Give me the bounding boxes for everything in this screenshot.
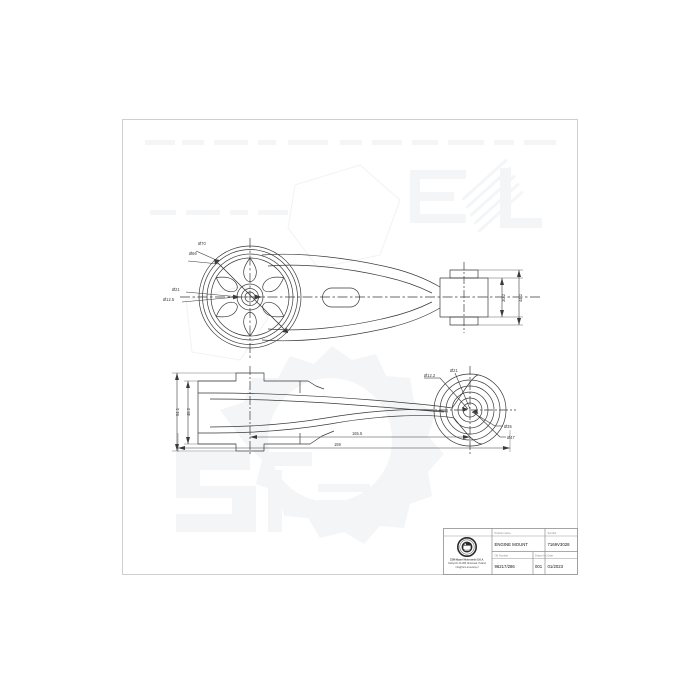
dim-label-top-3: Ø21 — [172, 287, 180, 292]
label-drawn-no: Drawn No. — [535, 554, 548, 558]
side-step-detail-bottom — [300, 430, 335, 445]
dim-label-side-6: Ø21 — [450, 368, 458, 373]
company-logo-emblem — [456, 536, 477, 557]
value-oe-number: 96217/286 — [495, 564, 516, 569]
value-product-name: ENGINE MOUNT — [495, 542, 529, 547]
arm-outline-top-upper — [261, 253, 441, 288]
dim-label-side-4: 159 — [334, 442, 342, 447]
arm-rib-top-lower — [267, 301, 433, 331]
leader-d125 — [181, 296, 238, 303]
company-address-line-1: ZSM Mazeri Motorowski S.K.A. — [450, 559, 484, 562]
title-block: Product name ZSM Mazeri Motorowski S.K.A… — [443, 528, 578, 575]
side-step-detail-top — [300, 380, 325, 390]
dim-label-side-3: 165.5 — [352, 431, 363, 436]
dim-label-top-5: 30.2 — [501, 293, 506, 302]
dim-label-side-2: 48.2 — [186, 407, 191, 416]
top-view-dimension-labels: Ø70 Ø66 Ø21 Ø12.5 30.2 44.2 — [163, 241, 523, 302]
label-product-name: Product name — [495, 531, 512, 535]
value-drawn-no: 001 — [535, 564, 543, 569]
leader-d47 — [473, 411, 501, 438]
dim-label-side-5: Ø12.2 — [424, 373, 436, 378]
label-oe-number: OE Number — [495, 554, 509, 558]
top-diameter-leaders — [187, 250, 289, 334]
company-address-line-3: info@zsm-ul.serwis.pl — [456, 566, 479, 569]
leader-d122 — [439, 377, 469, 410]
background-watermark — [145, 140, 556, 544]
dim-label-side-8: Ø47 — [507, 435, 515, 440]
label-date: Date — [548, 554, 554, 558]
side-left-dimensions — [172, 372, 236, 452]
side-body-rib-upper — [209, 398, 445, 413]
side-bushing-leaders — [424, 372, 506, 438]
label-symbol: Symbol — [548, 531, 557, 535]
side-bottom-dimensions — [177, 430, 511, 452]
view-top — [180, 238, 540, 358]
view-side — [172, 366, 516, 454]
leader-d35 — [471, 411, 496, 427]
side-body-lower — [198, 415, 455, 434]
top-right-dimensions — [478, 269, 523, 326]
arm-outline-top-lower — [261, 307, 441, 342]
dim-label-top-1: Ø70 — [198, 241, 206, 246]
top-bore-leaders — [181, 291, 263, 303]
leader-d66 — [218, 263, 284, 329]
arm-rib-top-upper — [267, 264, 433, 294]
dim-label-top-4: Ø12.5 — [163, 297, 175, 302]
leader-d21-side — [454, 372, 471, 410]
leader-d21 — [185, 291, 241, 298]
dim-label-top-6: 44.2 — [518, 293, 523, 302]
side-body-rib-lower — [209, 409, 449, 428]
side-view-dimension-labels: 54.1 48.2 165.5 159 Ø12.2 Ø21 Ø35 Ø47 — [175, 368, 515, 447]
dim-label-top-2: Ø66 — [189, 251, 197, 256]
arm-oval-slot — [322, 287, 360, 308]
side-body-upper — [198, 392, 453, 409]
company-address-line-2: Fabryczin 31-869 Okotowek, Poland — [448, 562, 486, 565]
dim-label-side-7: Ø35 — [504, 424, 512, 429]
value-symbol: 7169V3028 — [548, 542, 571, 547]
dim-label-side-1: 54.1 — [175, 407, 180, 416]
value-date: 01/2023 — [548, 564, 564, 569]
sheet-border — [122, 119, 578, 575]
